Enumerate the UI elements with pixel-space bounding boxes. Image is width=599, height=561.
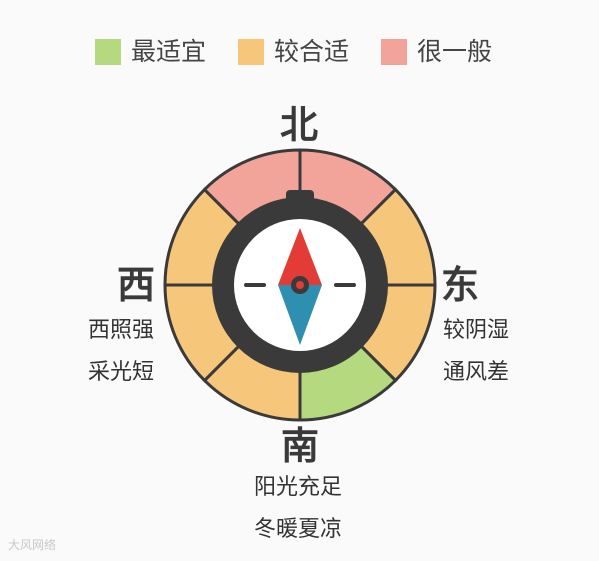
- west-label: 西: [117, 263, 156, 307]
- legend-label-best: 最适宜: [131, 37, 207, 66]
- legend-swatch-average: [381, 39, 407, 65]
- legend: 最适宜 较合适 很一般: [0, 38, 599, 72]
- legend-label-average: 很一般: [417, 37, 493, 66]
- north-label: 北: [280, 103, 319, 147]
- compass-icon: [212, 190, 388, 373]
- legend-item-good: 较合适: [238, 38, 349, 66]
- south-note-2: 冬暖夏凉: [254, 517, 343, 542]
- south-note-1: 阳光充足: [254, 475, 343, 500]
- legend-item-average: 很一般: [381, 38, 492, 66]
- west-note-1: 西照强: [88, 318, 155, 343]
- east-label: 东: [441, 263, 480, 307]
- needle-south: [278, 285, 322, 345]
- east-note-1: 较阴湿: [443, 318, 510, 343]
- legend-swatch-best: [95, 39, 121, 65]
- east-note-2: 通风差: [443, 360, 510, 385]
- legend-swatch-good: [238, 39, 264, 65]
- legend-item-best: 最适宜: [95, 38, 206, 66]
- legend-label-good: 较合适: [274, 37, 350, 66]
- south-label: 南: [281, 424, 320, 468]
- watermark: 大风网络: [8, 538, 57, 552]
- west-note-2: 采光短: [88, 360, 155, 385]
- needle-north: [278, 228, 322, 285]
